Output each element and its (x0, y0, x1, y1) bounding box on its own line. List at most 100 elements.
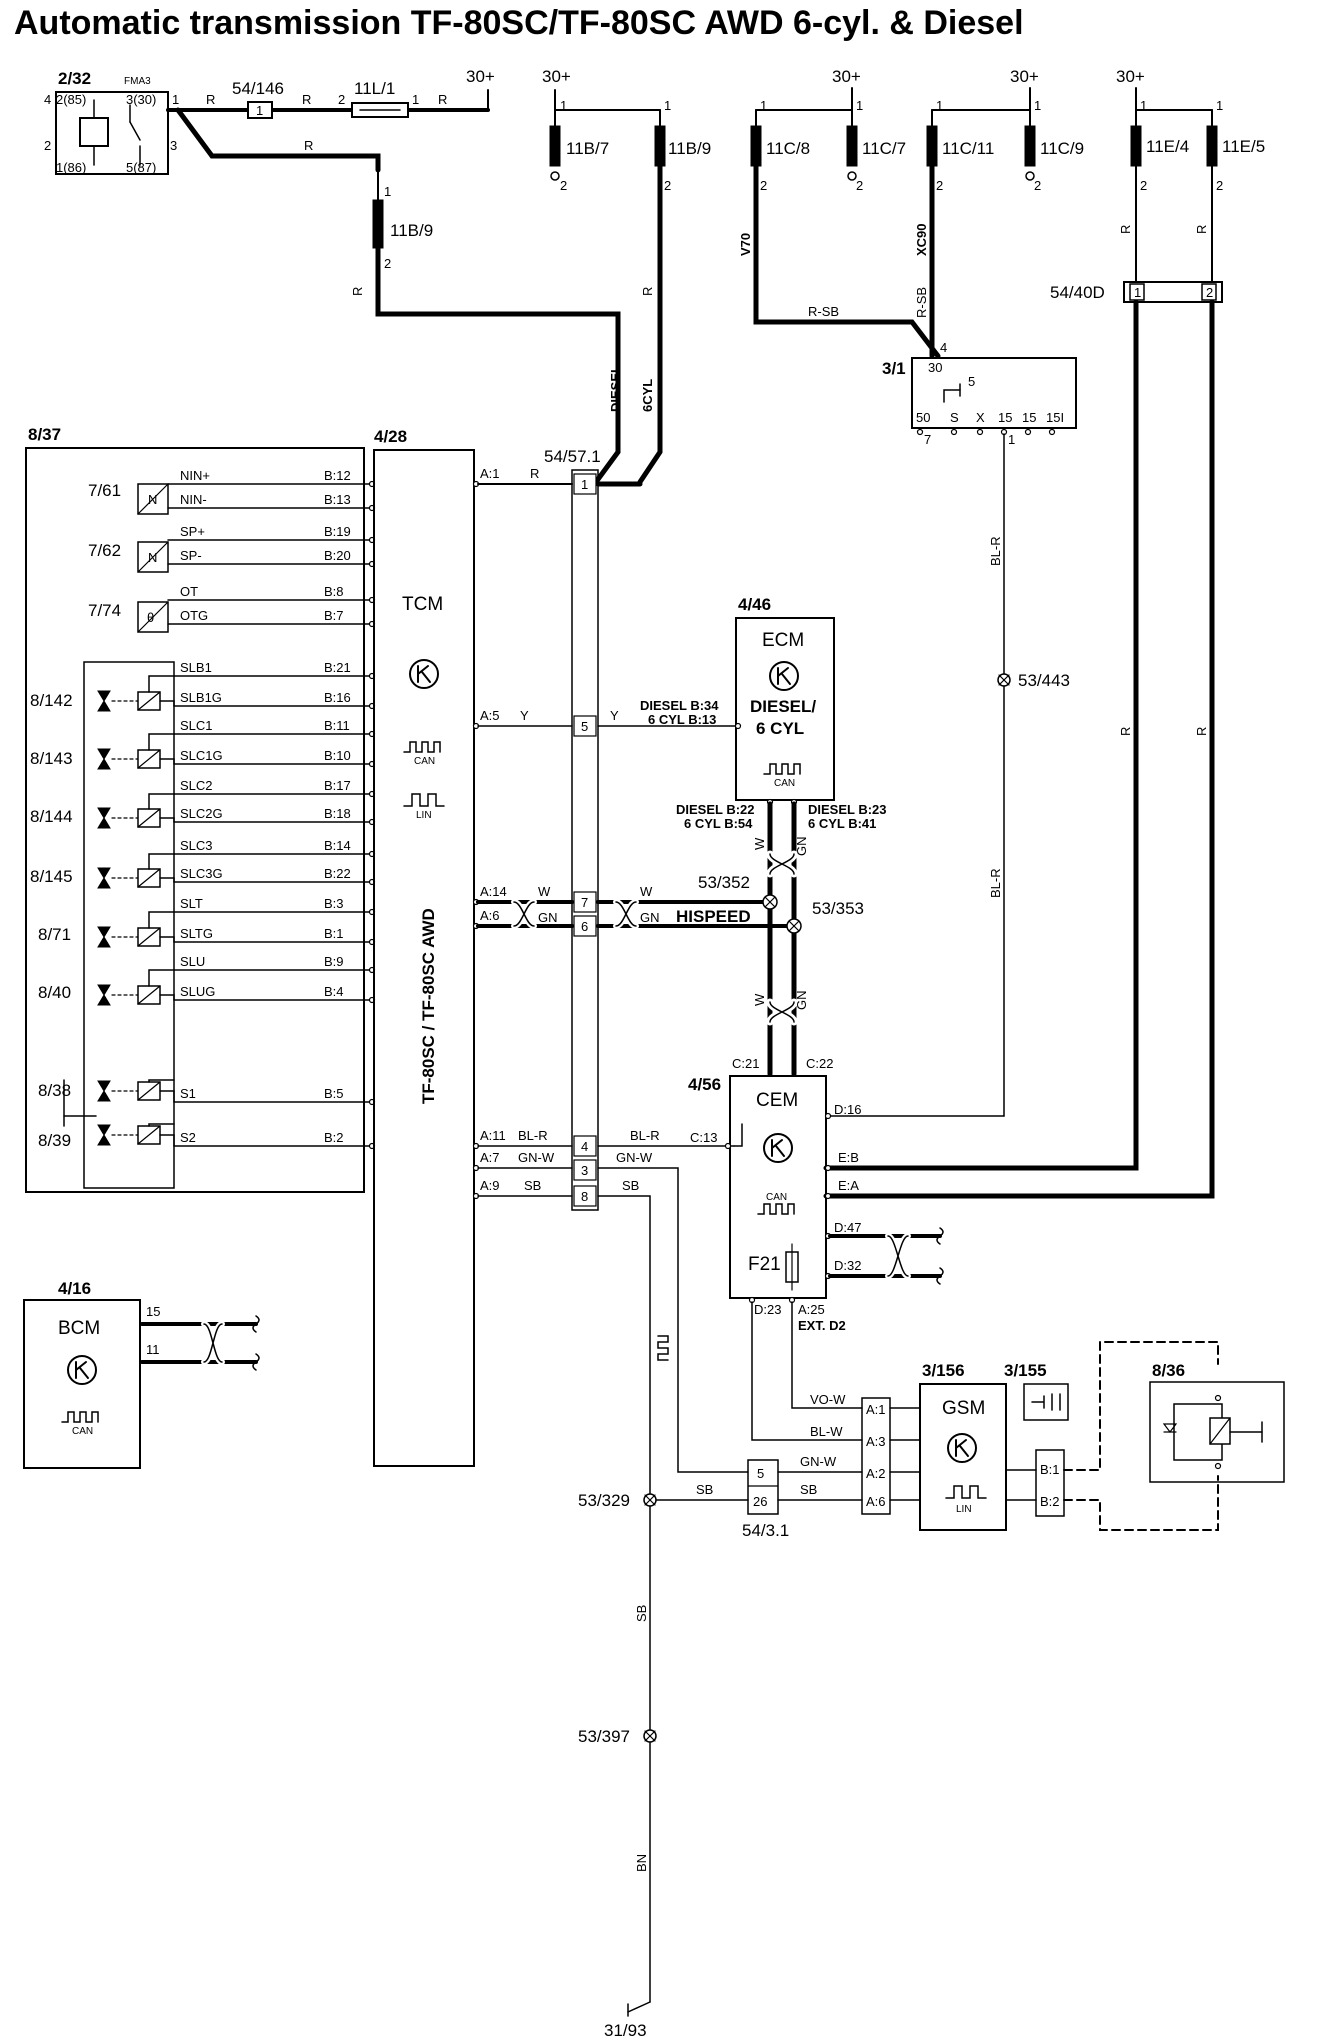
power-label-3: 30+ (832, 67, 861, 86)
tcm-row-signal: SLT (180, 896, 203, 911)
fuse-11b9a-label: 11B/9 (390, 221, 433, 240)
tcm-variant: TF-80SC / TF-80SC AWD (419, 908, 438, 1104)
ign-num-7: 7 (924, 432, 931, 447)
bcm-can-icon (61, 1411, 99, 1423)
tcm-a-side: A:1 A:5 A:14 A:6 A:11 A:7 A:9 54/57.1 1 … (472, 447, 796, 1501)
tcm-row-pin: B:12 (324, 468, 351, 483)
splice-53-329-label: 53/329 (578, 1491, 630, 1510)
wire-r-label-e: R (350, 287, 365, 296)
tcm-row-signal: SLC2 (180, 778, 213, 793)
ecm-ref: 4/46 (738, 595, 771, 614)
gsm-pin-b2: B:2 (1040, 1494, 1060, 1509)
switch-3-155 (1023, 1383, 1069, 1421)
sensor-7-62 (137, 541, 169, 573)
tcm-row-signal: SLUG (180, 984, 215, 999)
wire-w-label-c: W (752, 837, 767, 850)
cem-can-label: CAN (766, 1192, 787, 1203)
connector-54-40d-label: 54/40D (1050, 283, 1105, 302)
tcm-row-signal: OTG (180, 608, 208, 623)
c5457-pin7: 7 (581, 895, 588, 910)
ignition-box (911, 357, 1077, 429)
tcm-row-pin: B:1 (324, 926, 344, 941)
relay-feed: 1 R 54/146 1 R 11L/1 2 1 R 30+ (166, 67, 495, 119)
fuse-11c9-pin2: 2 (1034, 178, 1041, 193)
solenoid-8-143-label: 8/143 (30, 749, 73, 768)
ecm-can-label: CAN (774, 778, 795, 789)
tcm-lin-label: LIN (416, 810, 432, 821)
tcm-row-signal: SLB1G (180, 690, 222, 705)
gsm-3-156: 3/156 3/155 A:1 A:3 A:2 A:6 GSM LIN B:1 … (861, 1341, 1219, 1531)
ign-pin-50: 50 (916, 410, 930, 425)
tcm-row-pin: B:18 (324, 806, 351, 821)
cem-pin-c13: C:13 (690, 1130, 717, 1145)
relay-pin-87: 5(87) (126, 160, 156, 175)
bcm-pin-11: 11 (146, 1342, 160, 1357)
cem-pin-c21: C:21 (732, 1056, 759, 1071)
wire-r-label-b: R (302, 92, 311, 107)
cem-pin-d16: D:16 (834, 1102, 861, 1117)
relay-coil (79, 117, 109, 147)
ref-3-155: 3/155 (1004, 1361, 1047, 1380)
ecm-box (735, 617, 835, 801)
ign-pin-5: 5 (968, 374, 975, 389)
fuse-11c9 (1024, 125, 1036, 167)
tcm-row-pin: B:14 (324, 838, 351, 853)
cem-pin-a25: A:25 (798, 1302, 825, 1317)
tcm-can-label: CAN (414, 756, 435, 767)
relay-output: R 11B/9 1 2 R DIESEL (175, 107, 623, 485)
ign-pin-15b: 15 (1022, 410, 1036, 425)
relay-ref: 2/32 (58, 69, 91, 88)
bl-r-label-b: BL-R (988, 868, 1003, 898)
gsm-box (919, 1383, 1007, 1531)
ground-chain: 5 26 54/3.1 GN-W SB SB 53/329 SB 53/397 … (578, 1454, 863, 2040)
tcm-row-pin: B:17 (324, 778, 351, 793)
fuse-11e5-label: 11E/5 (1222, 137, 1265, 156)
tcm-row-signal: S2 (180, 1130, 196, 1145)
ecm-pin-w2: 6 CYL B:54 (684, 816, 753, 831)
tcm-row-signal: SLC3 (180, 838, 213, 853)
tcm-row-pin: B:2 (324, 1130, 344, 1145)
ground-icon (627, 2001, 651, 2013)
solenoid-8-142-label: 8/142 (30, 691, 73, 710)
tcm-row-signal: SLC2G (180, 806, 223, 821)
cem-pin-d23: D:23 (754, 1302, 781, 1317)
r-sb-label-b: R-SB (914, 287, 929, 318)
tcm-pin-a14: A:14 (480, 884, 507, 899)
relay-pin-30: 3(30) (126, 92, 156, 107)
diagram-title: Automatic transmission TF-80SC/TF-80SC A… (14, 4, 1024, 42)
fuse-11b7 (549, 125, 561, 167)
ign-num-1: 1 (1008, 432, 1015, 447)
box-8-37-label: 8/37 (28, 425, 61, 444)
relay-contact (129, 121, 141, 141)
tcm-row-signal: SLC3G (180, 866, 223, 881)
diesel-label: DIESEL (608, 365, 623, 412)
tcm-row-signal: OT (180, 584, 198, 599)
fuse-11b9b-pin2: 2 (664, 178, 671, 193)
tcm-row-signal: SLTG (180, 926, 213, 941)
gsm-pin-b1: B:1 (1040, 1462, 1060, 1477)
tcm-row-signal: SLC1G (180, 748, 223, 763)
cem-pin-eb: E:B (838, 1150, 859, 1165)
tcm-row-signal: S1 (180, 1086, 196, 1101)
solenoid-valve-icon (97, 793, 175, 829)
solenoid-valve-icon (97, 675, 175, 712)
gn-w-label-a: GN-W (518, 1150, 555, 1165)
fuse-11c11-pin2: 2 (936, 178, 943, 193)
solenoid-8-71-label: 8/71 (38, 925, 71, 944)
gsm-pin-a1: A:1 (866, 1402, 886, 1417)
wire-r-label-a: R (206, 92, 215, 107)
gsm-name: GSM (942, 1398, 985, 1419)
wire-w-label-b: W (640, 884, 653, 899)
c5457-pin6: 6 (581, 919, 588, 934)
svg-text:θ: θ (147, 610, 154, 625)
solenoid-8-38-label: 8/38 (38, 1081, 71, 1100)
ign-pin-30: 30 (928, 360, 942, 375)
fuse-11b9b-label: 11B/9 (668, 139, 711, 158)
feed-num-1: 1 (172, 92, 179, 107)
bcm-4-16: 4/16 BCM CAN 15 11 (23, 1279, 260, 1469)
splice-53-443-label: 53/443 (1018, 671, 1070, 690)
tcm-row-pin: B:21 (324, 660, 351, 675)
fuses-11c: 30+ 11C/8 11C/7 1 2 1 2 30+ 11C/11 11C/9… (738, 67, 1084, 359)
ecm-pin-gn1: DIESEL B:23 (808, 802, 887, 817)
v70-label: V70 (738, 233, 753, 256)
